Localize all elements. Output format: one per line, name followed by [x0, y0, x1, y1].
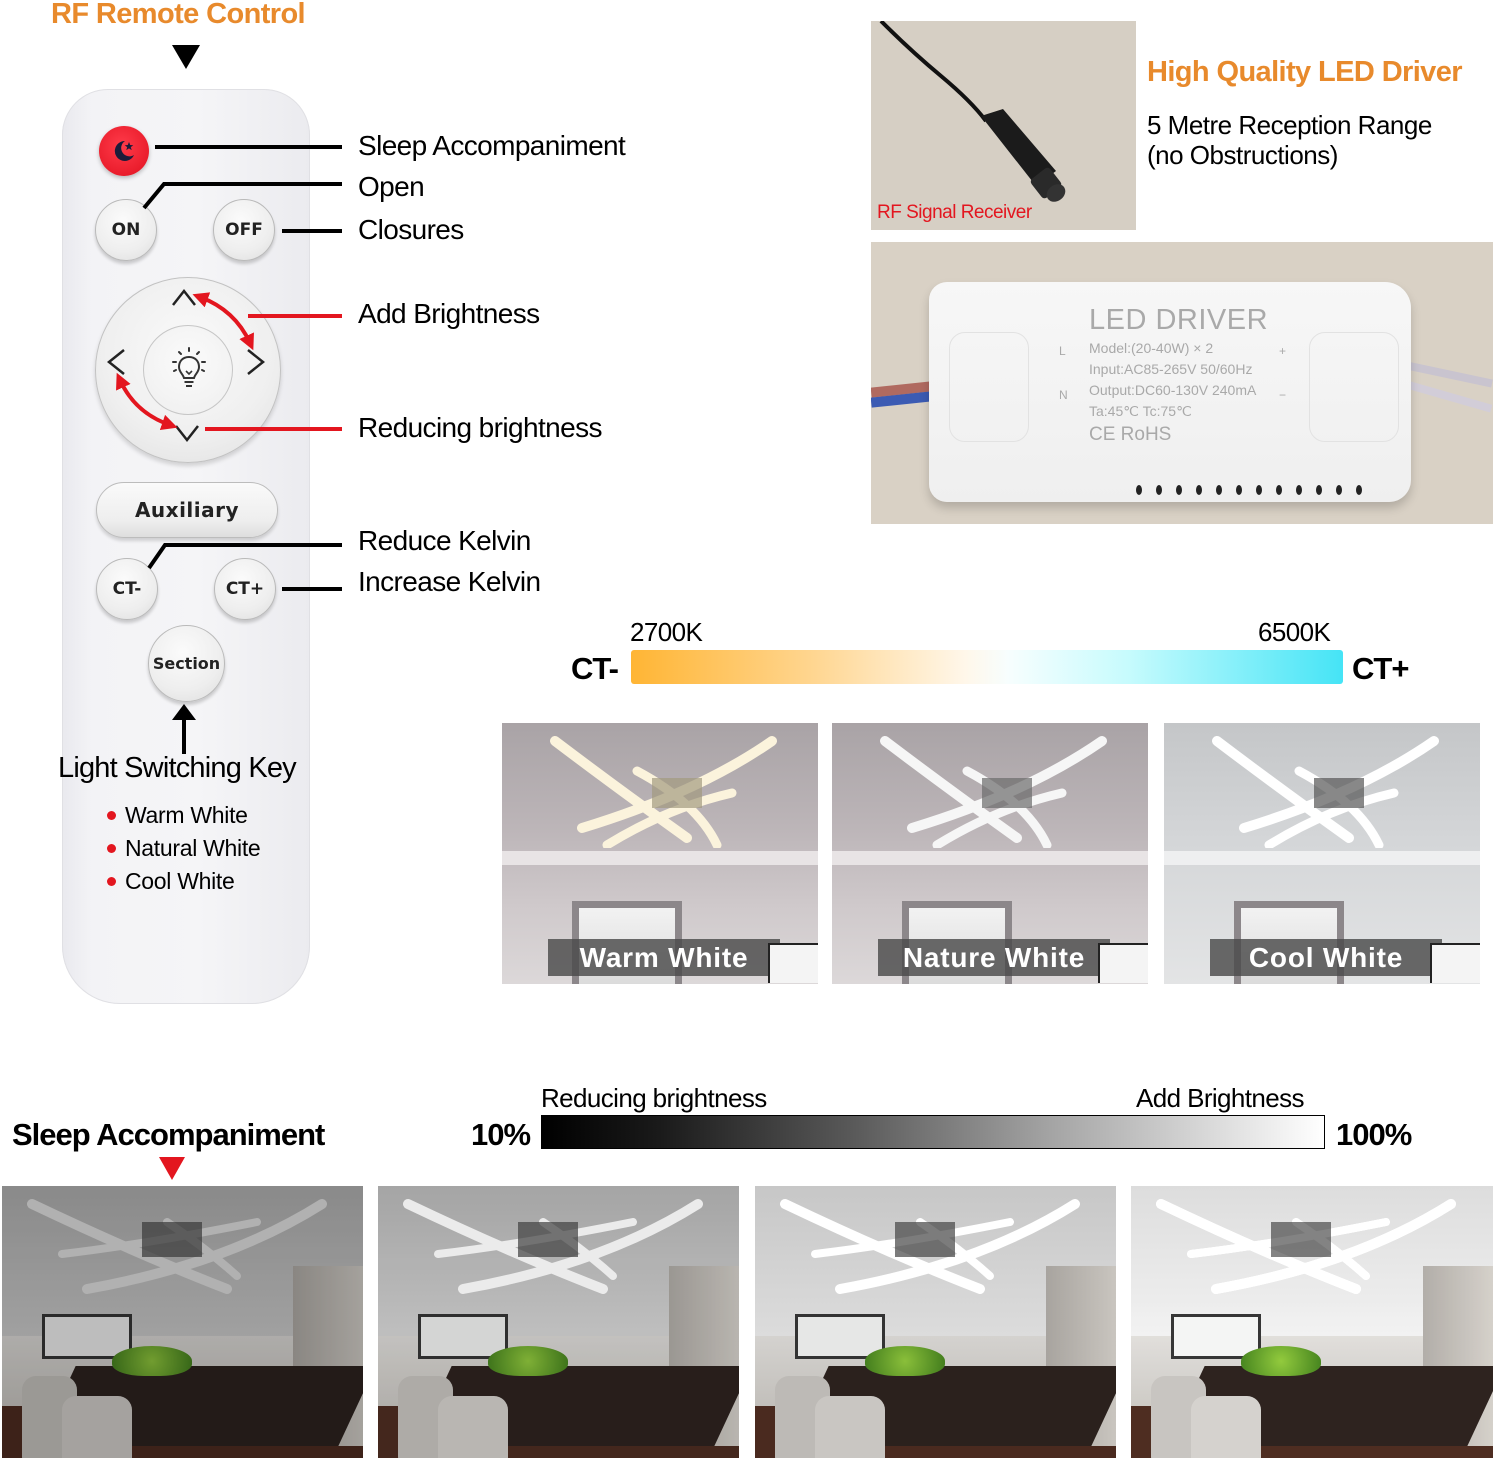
color-temperature-bar: [631, 650, 1343, 684]
brightness-photo-2: [378, 1186, 739, 1458]
brightness-arrows-icon: [116, 292, 254, 430]
down-arrow-icon: [172, 45, 200, 69]
callout-sleep-label: Sleep Accompaniment: [358, 130, 626, 161]
receiver-cable-icon: [879, 21, 1066, 202]
bullet-icon: [107, 811, 116, 820]
ceiling-lamp-icon: [1156, 1199, 1456, 1294]
cool-white-caption: Cool White: [1210, 939, 1442, 976]
callout-line: [142, 182, 342, 210]
right-chevron-icon[interactable]: [246, 348, 266, 382]
callout-line: [282, 587, 342, 591]
terminal-plus: +: [1279, 344, 1287, 358]
sleep-accompaniment-title: Sleep Accompaniment: [12, 1117, 325, 1152]
driver-feature-title: High Quality LED Driver: [1147, 56, 1463, 88]
light-bulb-icon: [172, 347, 206, 387]
callout-closures-label: Closures: [358, 214, 464, 245]
down-chevron-icon[interactable]: [174, 420, 200, 450]
ceiling-lamp-icon: [403, 1199, 703, 1294]
ceiling-lamp-icon: [27, 1199, 327, 1294]
bicycle-art-icon: [768, 943, 818, 983]
warm-white-caption: Warm White: [548, 939, 780, 976]
ceiling-molding: [1164, 851, 1480, 865]
red-down-arrow-icon: [159, 1157, 185, 1180]
brightness-max-pct: 100%: [1336, 1117, 1412, 1152]
driver-housing: LED DRIVER Model:(20-40W) × 2 Input:AC85…: [929, 282, 1411, 502]
ct-min-label: 2700K: [630, 617, 703, 647]
section-button[interactable]: Section: [148, 625, 225, 702]
ceiling-lamp-icon: [780, 1199, 1080, 1294]
brightness-min-pct: 10%: [471, 1117, 531, 1152]
add-brightness-label: Add Brightness: [1136, 1083, 1305, 1113]
nature-white-caption: Nature White: [878, 939, 1110, 976]
cert-marks: CE RoHS: [1089, 424, 1172, 445]
light-switching-key-title: Light Switching Key: [58, 752, 297, 784]
ct-minus-button[interactable]: CT-: [96, 558, 158, 620]
light-mode-item: Warm White: [107, 799, 260, 832]
reducing-brightness-label: Reducing brightness: [541, 1083, 767, 1113]
callout-line-red: [248, 314, 342, 318]
sleep-button[interactable]: [99, 126, 149, 176]
vent-holes-icon: [1136, 485, 1362, 495]
moon-star-icon: [114, 140, 134, 161]
brightness-bar: [541, 1115, 1325, 1149]
ct-plus-label: CT+: [1352, 651, 1409, 686]
light-mode-item: Cool White: [107, 865, 260, 898]
ceiling-lamp-icon: [550, 736, 777, 848]
terminal-n: N: [1059, 388, 1068, 402]
callout-line: [282, 229, 342, 233]
bicycle-art-icon: [1098, 943, 1148, 983]
warm-white-photo: Warm White: [502, 723, 818, 984]
ceiling-lamp-icon: [880, 736, 1107, 848]
right-terminal-cover: [1309, 332, 1399, 442]
led-driver-photo: LED DRIVER Model:(20-40W) × 2 Input:AC85…: [871, 242, 1493, 524]
bullet-icon: [107, 877, 116, 886]
left-terminal-cover: [949, 332, 1029, 442]
brightness-photo-full: [1131, 1186, 1493, 1458]
nature-white-photo: Nature White: [832, 723, 1148, 984]
off-button[interactable]: OFF: [213, 199, 275, 261]
ceiling-lamp-icon: [1212, 736, 1439, 848]
callout-add-brightness-label: Add Brightness: [358, 298, 540, 329]
terminal-l: L: [1059, 344, 1066, 358]
driver-specs: Model:(20-40W) × 2 Input:AC85-265V 50/60…: [1089, 340, 1257, 419]
up-chevron-icon[interactable]: [171, 283, 197, 313]
bullet-icon: [107, 844, 116, 853]
callout-line: [155, 145, 342, 149]
receiver-label: RF Signal Receiver: [877, 202, 1032, 223]
ceiling-molding: [832, 851, 1148, 865]
remote-section-title: RF Remote Control: [51, 0, 306, 30]
callout-reducing-brightness-label: Reducing brightness: [358, 412, 602, 443]
ct-max-label: 6500K: [1258, 617, 1331, 647]
bicycle-art-icon: [1430, 943, 1480, 983]
auxiliary-button[interactable]: Auxiliary: [96, 482, 278, 538]
ct-minus-label: CT-: [571, 651, 619, 686]
callout-reduce-kelvin-label: Reduce Kelvin: [358, 525, 531, 556]
ct-plus-button[interactable]: CT+: [214, 558, 276, 620]
light-mode-item: Natural White: [107, 832, 261, 865]
callout-line-red: [205, 427, 342, 431]
callout-line: [147, 543, 342, 570]
on-button[interactable]: ON: [95, 199, 157, 261]
rf-receiver-photo: RF Signal Receiver: [871, 21, 1136, 230]
driver-feature-description: 5 Metre Reception Range (no Obstructions…: [1147, 110, 1432, 170]
callout-open-label: Open: [358, 171, 425, 202]
cool-white-photo: Cool White: [1164, 723, 1480, 984]
brightness-photo-sleep: [2, 1186, 363, 1458]
terminal-minus: −: [1279, 388, 1287, 402]
callout-increase-kelvin-label: Increase Kelvin: [358, 566, 541, 597]
driver-label-title: LED DRIVER: [1089, 304, 1269, 336]
light-mode-list: Warm White Natural White Cool White: [107, 799, 261, 898]
left-chevron-icon[interactable]: [106, 348, 126, 382]
brightness-photo-3: [755, 1186, 1116, 1458]
up-arrow-icon: [172, 704, 196, 754]
ceiling-molding: [502, 851, 818, 865]
